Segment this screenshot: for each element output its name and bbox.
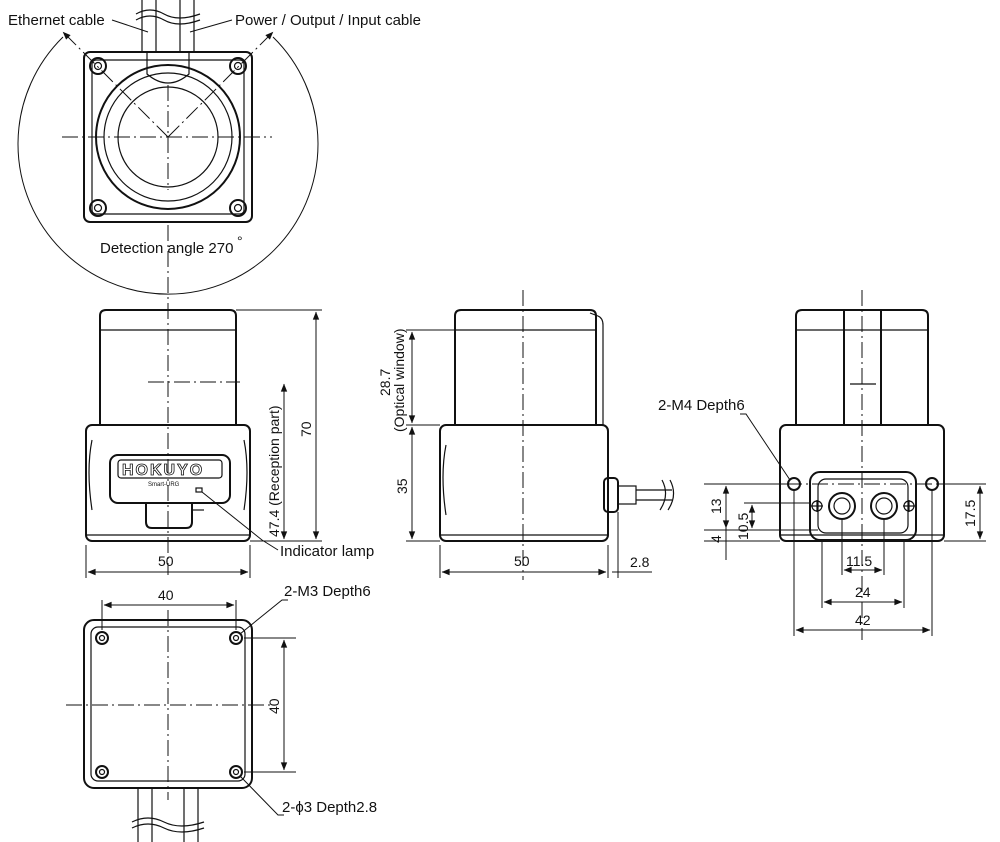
rear-dim-4-value: 4 [708, 535, 724, 543]
top-cable-clamp [146, 52, 190, 84]
rear-connector-screws [811, 500, 915, 512]
front-left-indent [88, 439, 93, 511]
rear-cable-channel [843, 310, 882, 425]
side-left-indent [442, 444, 447, 516]
bottom-pitch-y-value: 40 [266, 698, 282, 714]
front-right-indent [243, 439, 248, 511]
m4-holes-leader [740, 413, 791, 481]
front-bottom-tab [145, 503, 193, 529]
side-cable-cover [589, 312, 604, 425]
rear-connector-outer [809, 471, 917, 541]
rear-dim-13-value: 13 [708, 498, 724, 514]
side-cable-break-1 [659, 479, 667, 511]
logo-band [117, 459, 223, 479]
optical-window-label: (Optical window) [391, 329, 407, 432]
bottom-holes [95, 631, 243, 779]
rear-dome-outline [795, 309, 929, 425]
rear-connector-port-right-inner [875, 497, 893, 515]
bottom-view: 40 40 2-M3 Depth6 2-ϕ3 Depth2.8 [66, 583, 377, 842]
rear-dim-17-5-value: 17.5 [962, 500, 978, 527]
rear-dim-11-5-value: 11.5 [846, 553, 872, 569]
detection-boundary-right [167, 31, 274, 138]
rear-view: 2-M4 Depth6 13 10.5 4 17.5 11.5 24 42 [658, 290, 986, 640]
side-base-outline [439, 424, 609, 542]
rear-dim-24-value: 24 [855, 584, 871, 600]
rear-connector-port-left-inner [833, 497, 851, 515]
power-cable-label: Power / Output / Input cable [235, 12, 421, 29]
front-dome-outline [99, 309, 237, 425]
rear-dim-10-5-value: 10.5 [735, 513, 751, 540]
side-width-value: 50 [514, 553, 530, 569]
detection-angle-arc [17, 36, 319, 295]
rear-dim-42-value: 42 [855, 612, 871, 628]
ethernet-cable-leader [111, 19, 149, 33]
top-cable-break-b [135, 15, 201, 25]
phi3-holes-label: 2-ϕ3 Depth2.8 [282, 799, 377, 816]
m4-holes-label: 2-M4 Depth6 [658, 397, 745, 414]
top-corner-screws [89, 57, 247, 217]
bottom-cable-break-b [131, 823, 205, 833]
side-lower-height-value: 35 [394, 478, 410, 494]
m3-holes-leader [239, 599, 288, 635]
side-dome-outline [454, 309, 597, 425]
front-view: HOKUYO Smart-URG Indicator lamp 50 70 47… [85, 309, 374, 578]
rear-connector-port-left [828, 492, 856, 520]
indicator-lamp-label: Indicator lamp [280, 543, 374, 560]
detection-boundary-left [62, 31, 169, 138]
front-base-outline [85, 424, 251, 542]
front-width-value: 50 [158, 553, 174, 569]
indicator-lamp [195, 487, 203, 493]
front-height-value: 70 [298, 421, 314, 437]
side-cable-grommet [603, 477, 619, 513]
bottom-cable-break [131, 817, 205, 827]
m3-holes-label: 2-M3 Depth6 [284, 583, 371, 600]
logo-plate [109, 454, 231, 504]
rear-connector-inner [817, 478, 909, 534]
ethernet-cable-label: Ethernet cable [8, 12, 105, 29]
bottom-pitch-x-value: 40 [158, 587, 174, 603]
indicator-lamp-leader [201, 491, 279, 551]
side-offset-value: 2.8 [630, 554, 650, 570]
rear-connector-port-right [870, 492, 898, 520]
side-cable-break-2 [667, 479, 675, 511]
top-cable-break [135, 9, 201, 19]
power-cable-leader [189, 19, 233, 33]
detection-angle-label: Detection angle 270 [100, 240, 233, 257]
top-view: Ethernet cable Power / Output / Input ca… [8, 0, 421, 295]
phi3-holes-leader [239, 775, 284, 816]
side-cable-stub [617, 485, 637, 505]
optical-window-value: 28.7 [377, 369, 393, 396]
reception-part-label: 47.4 (Reception part) [266, 405, 282, 537]
hokuyo-logo: HOKUYO [122, 462, 204, 479]
degree-mark: ° [237, 233, 243, 249]
side-view: 28.7 (Optical window) 35 50 2.8 [377, 290, 675, 580]
hokuyo-logo-sub: Smart-URG [148, 482, 180, 488]
